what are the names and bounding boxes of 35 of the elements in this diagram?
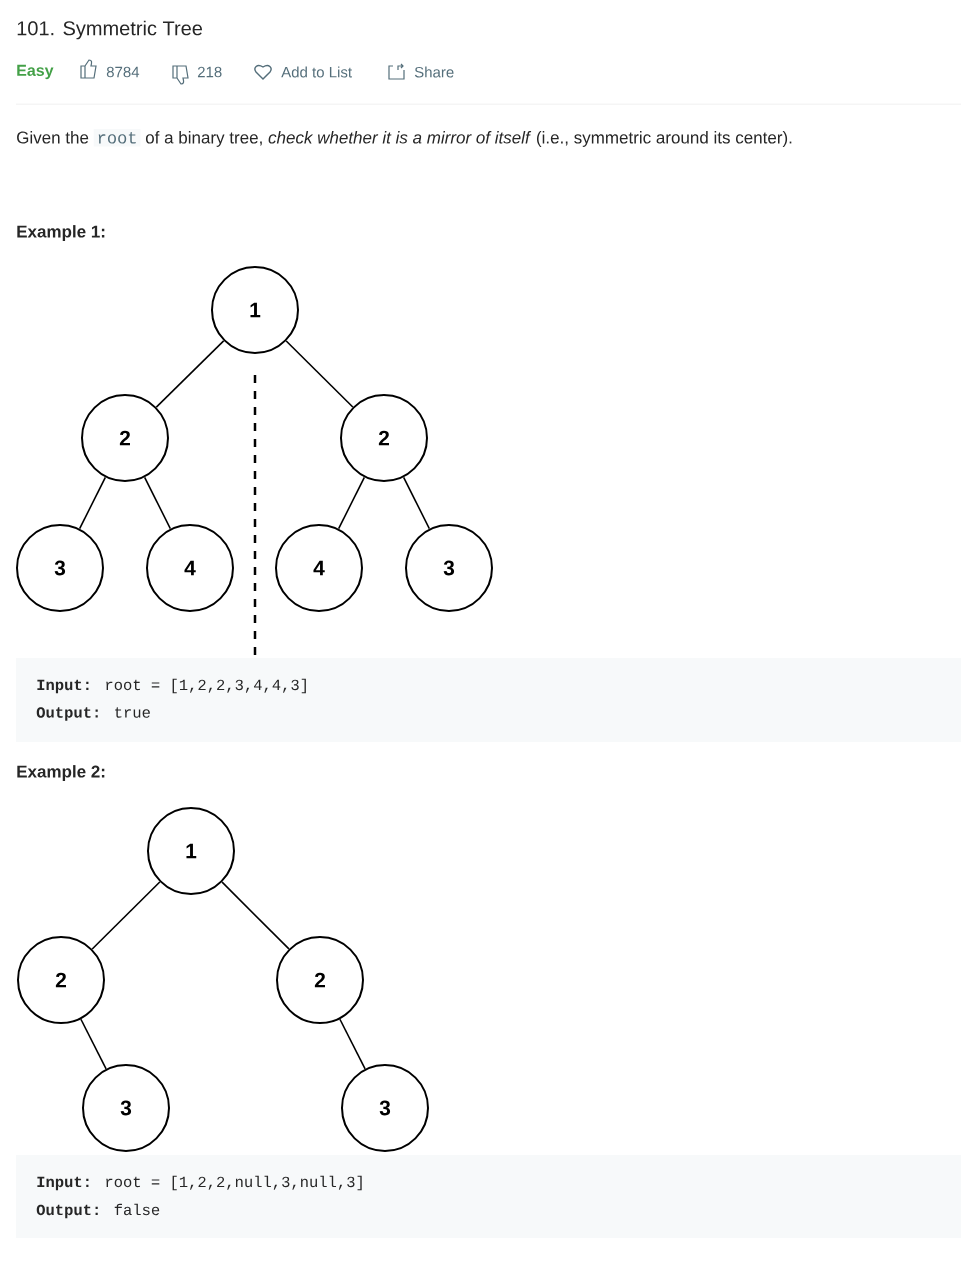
difficulty-label: Easy [17,64,54,80]
tree-edge [78,476,107,530]
tree-edge [337,476,366,530]
tree-edge [402,476,431,530]
tree-node: 2 [340,394,428,482]
code-line: Input: root = [1,2,2,3,4,4,3] [37,678,306,694]
meta-text: Add to List [281,66,352,78]
tree-node: 3 [82,1064,170,1152]
tree-node: 3 [341,1064,429,1152]
title: 101. Symmetric Tree [17,20,202,40]
tree-node: 3 [16,524,104,612]
tree-edge [221,881,290,950]
tree-node: 1 [147,807,235,895]
tree-edge [80,1018,107,1070]
description: Given the root of a binary tree, check whether it is a mirror of itself (i.e., symmetric around its center). [17,129,792,147]
example-heading: Example 1: [17,225,105,241]
example-heading: Example 2: [17,765,105,781]
tree-node: 2 [81,394,169,482]
tree-node: 4 [146,524,234,612]
tree-node: 1 [211,266,299,354]
meta-text: 8784 [106,66,140,78]
tree-edge [339,1018,366,1070]
tree-edge [143,476,172,530]
tree-edge [285,340,354,408]
tree-edge [91,881,161,950]
tree-node: 2 [276,936,364,1024]
tree-edge [155,340,225,408]
meta-text: Share [414,66,454,78]
tree-node: 4 [275,524,363,612]
code-line: Output: true [36,707,150,721]
code-line: Input: root = [1,2,2,null,3,null,3] [37,1175,362,1191]
tree-node: 3 [405,524,493,612]
meta-text: 218 [197,66,222,78]
tree-node: 2 [17,936,105,1024]
code-line: Output: false [36,1203,160,1219]
